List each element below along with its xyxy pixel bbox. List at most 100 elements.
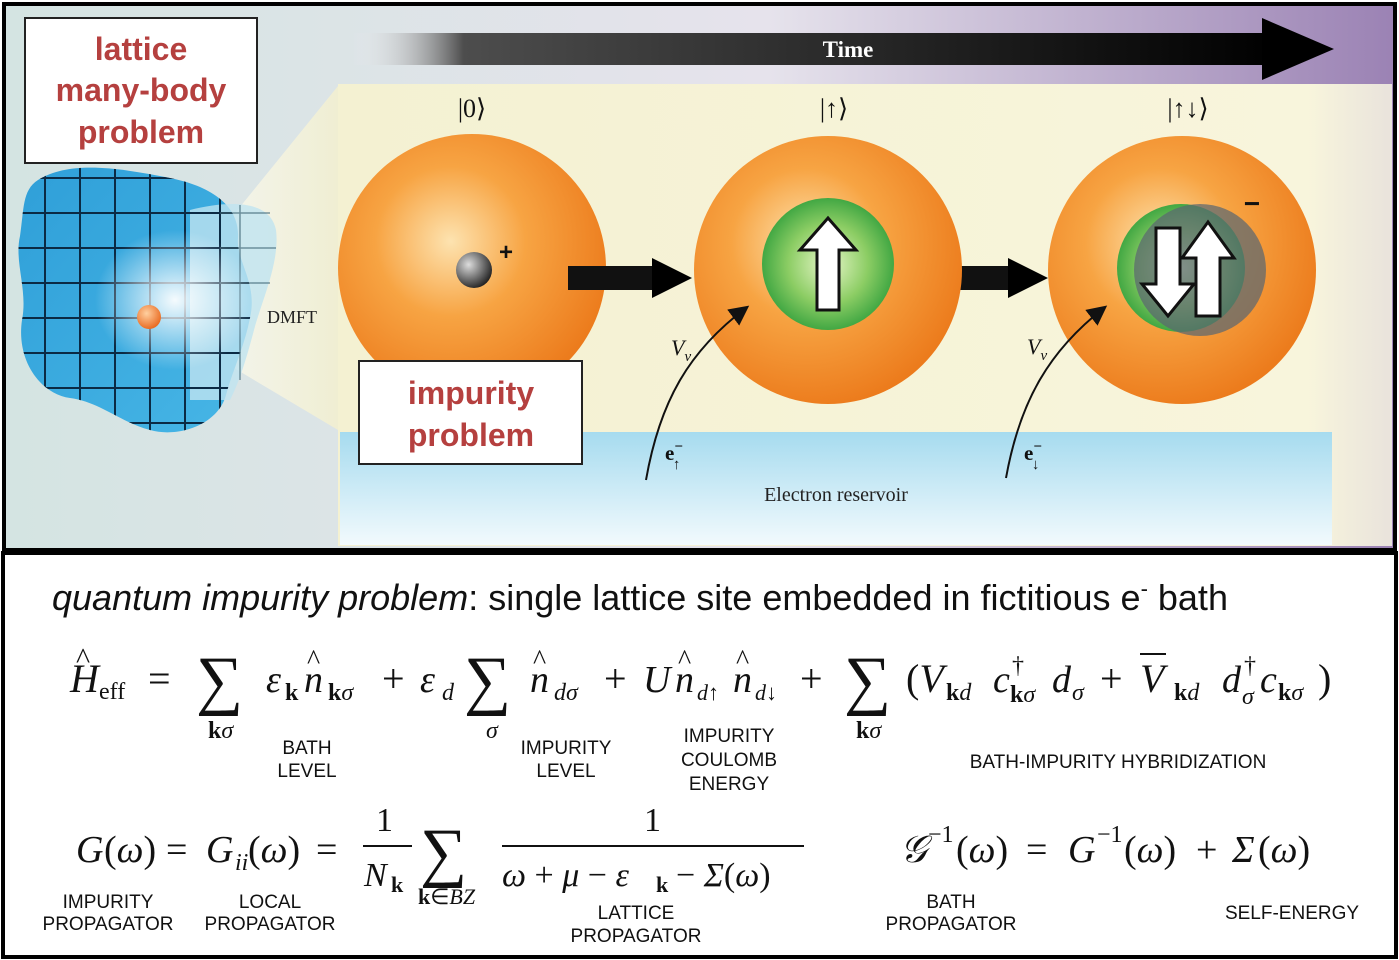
- svg-text:kσ: kσ: [1278, 680, 1304, 706]
- svg-text:d↑: d↑: [697, 680, 719, 705]
- hybridization-curve-1: [645, 305, 750, 481]
- svg-text:^: ^: [678, 645, 691, 676]
- svg-text:d↓: d↓: [755, 680, 777, 705]
- coulomb-label-line3: ENERGY: [689, 774, 770, 795]
- spin-down-arrow: [1138, 226, 1198, 319]
- svg-text:∑: ∑: [196, 644, 243, 717]
- top-panel-border: [2, 2, 1397, 552]
- svg-text:=: =: [316, 829, 337, 871]
- svg-text:− Σ(ω): − Σ(ω): [676, 857, 771, 894]
- local-propagator-label-line1: LOCAL: [239, 892, 301, 913]
- svg-text:†: †: [1244, 653, 1256, 679]
- coulomb-label-line1: IMPURITY: [684, 726, 775, 747]
- hamiltonian-equation: H ^ eff = ∑ kσ ε k n ^ kσ + ε d ∑ σ n ^ …: [69, 642, 1331, 744]
- svg-text:1: 1: [644, 802, 661, 839]
- svg-text:(ω): (ω): [1124, 829, 1176, 871]
- dyson-equation: 𝒢 −1 (ω) = G −1 (ω) + Σ (ω): [900, 822, 1310, 871]
- lattice-label-line3: problem: [78, 114, 204, 150]
- svg-text:σ: σ: [1242, 684, 1255, 710]
- lattice-label-line2: many-body: [56, 72, 227, 108]
- svg-text:G: G: [1068, 829, 1095, 871]
- electron-label-down: e−↓: [1024, 439, 1042, 473]
- svg-text:kσ: kσ: [1010, 682, 1036, 708]
- lattice-propagator-label-line1: LATTICE: [598, 903, 675, 924]
- svg-text:N: N: [363, 857, 389, 894]
- self-energy-label: SELF-ENERGY: [1225, 903, 1359, 924]
- svg-text:ω + μ − ε: ω + μ − ε: [502, 857, 629, 894]
- svg-text:kd: kd: [1174, 680, 1200, 706]
- minus-charge-sign: −: [1244, 188, 1260, 219]
- svg-text:+: +: [382, 656, 405, 701]
- svg-text:ii: ii: [235, 850, 248, 876]
- impurity-propagator-label-line1: IMPURITY: [63, 892, 154, 913]
- lattice-site-dot: [137, 305, 161, 329]
- bottom-heading: quantum impurity problem: single lattice…: [52, 576, 1228, 618]
- svg-text:G: G: [206, 829, 233, 871]
- reservoir-label: Electron reservoir: [764, 484, 908, 506]
- svg-text:ε: ε: [420, 659, 435, 701]
- svg-text:−1: −1: [928, 822, 954, 848]
- dmft-label: DMFT: [267, 307, 317, 327]
- svg-text:σ: σ: [486, 718, 499, 744]
- electron-label-up: e−↑: [665, 439, 683, 473]
- impurity-level-label-line2: LEVEL: [536, 761, 595, 782]
- svg-text:kd: kd: [946, 680, 972, 706]
- svg-text:+: +: [800, 656, 823, 701]
- svg-text:ε: ε: [266, 659, 281, 701]
- svg-text:^: ^: [307, 645, 320, 676]
- svg-text:n: n: [304, 659, 323, 701]
- svg-text:G: G: [76, 829, 103, 871]
- svg-text:k: k: [285, 680, 299, 706]
- svg-text:^: ^: [736, 645, 749, 676]
- svg-text:^: ^: [76, 642, 90, 675]
- bath-level-label-line1: BATH: [282, 738, 331, 759]
- svg-text:=: =: [1026, 829, 1047, 871]
- svg-text:^: ^: [533, 645, 546, 676]
- svg-text:n: n: [733, 659, 752, 701]
- lattice-label-line1: lattice: [95, 31, 187, 67]
- time-label: Time: [823, 37, 874, 62]
- svg-text:∑: ∑: [420, 816, 467, 889]
- svg-text:(V: (V: [906, 656, 948, 701]
- svg-text:kσ: kσ: [208, 718, 234, 744]
- svg-text:+: +: [604, 656, 627, 701]
- svg-text:U: U: [643, 659, 673, 701]
- svg-text:=: =: [148, 656, 171, 701]
- svg-text:kσ: kσ: [856, 718, 882, 744]
- svg-text:H: H: [69, 656, 101, 701]
- svg-text:d: d: [1052, 659, 1072, 701]
- svg-text:eff: eff: [99, 679, 125, 705]
- impurity-label-line1: impurity: [408, 375, 534, 411]
- hybridization-term-label: BATH-IMPURITY HYBRIDIZATION: [970, 752, 1267, 773]
- svg-text:k∈BZ: k∈BZ: [418, 884, 476, 909]
- svg-text:n: n: [675, 659, 694, 701]
- svg-text:(ω): (ω): [248, 829, 300, 871]
- bath-level-label-line2: LEVEL: [277, 761, 336, 782]
- svg-text:dσ: dσ: [554, 680, 579, 706]
- local-propagator-label-line2: PROPAGATOR: [205, 914, 336, 935]
- svg-text:d: d: [1222, 659, 1242, 701]
- svg-text:=: =: [166, 829, 187, 871]
- lattice-propagator-label-line2: PROPAGATOR: [571, 926, 702, 947]
- hybridization-label-1: Vν: [671, 335, 691, 365]
- svg-text:n: n: [530, 659, 549, 701]
- svg-text:(ω): (ω): [104, 829, 156, 871]
- state-label-updown: |↑↓⟩: [1167, 94, 1208, 123]
- svg-text:k: k: [656, 872, 669, 897]
- svg-text:†: †: [1012, 653, 1024, 679]
- svg-text:c: c: [1260, 659, 1277, 701]
- coulomb-label-line2: COULOMB: [681, 750, 777, 771]
- svg-text:∑: ∑: [844, 644, 891, 717]
- svg-text:σ: σ: [1072, 680, 1085, 706]
- svg-text:(ω): (ω): [1258, 829, 1310, 871]
- svg-text:k: k: [391, 872, 404, 897]
- hybridization-curve-2: [1005, 305, 1108, 479]
- svg-text:∑: ∑: [464, 644, 511, 717]
- greens-function-equation: G (ω) = G ii (ω) = 1 N k ∑ k∈BZ 1 ω + μ …: [76, 802, 804, 909]
- plus-charge-sign: +: [499, 239, 513, 266]
- spin-up-arrow-2: [1179, 219, 1237, 318]
- hole-ball: [456, 252, 492, 288]
- state-label-up: |↑⟩: [820, 94, 848, 123]
